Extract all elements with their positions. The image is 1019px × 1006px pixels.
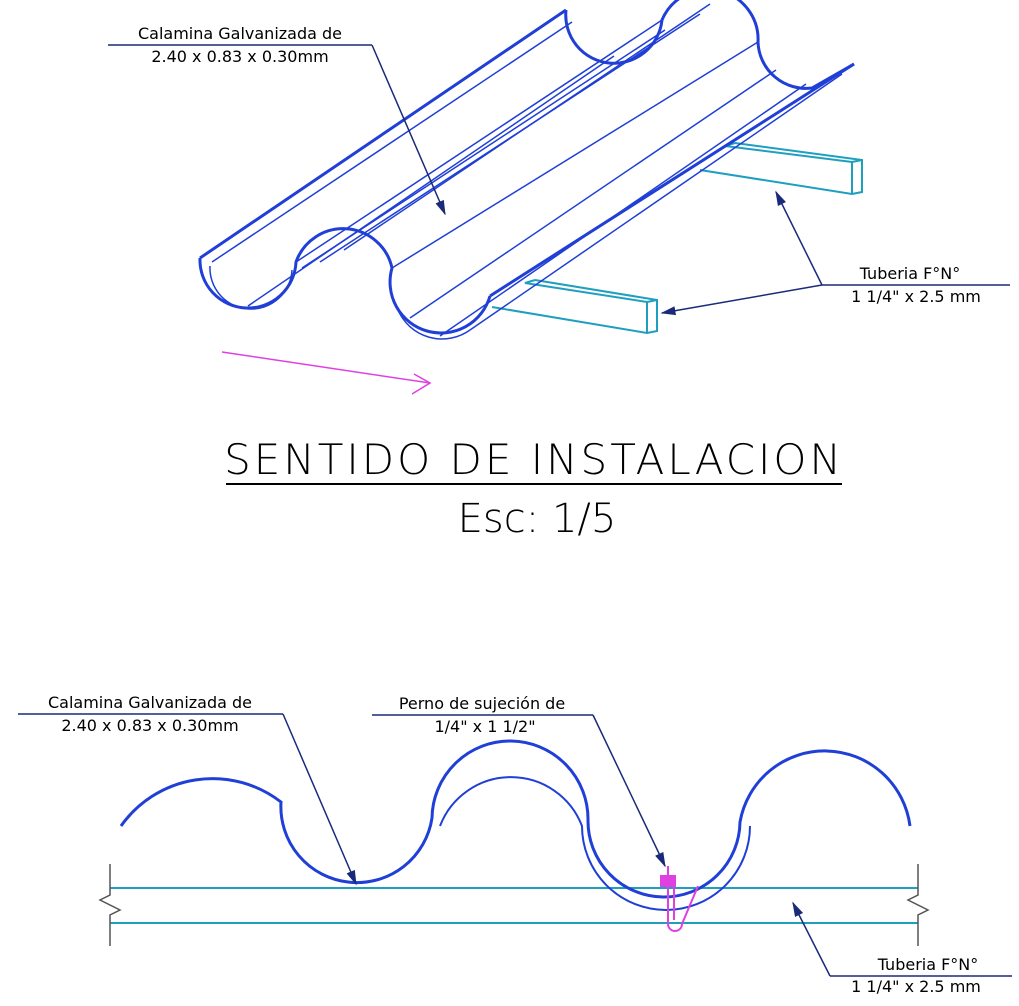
sheet-leader [371, 44, 446, 216]
section-tube-label-line1: Tuberia F°N° [877, 955, 979, 974]
section-view: Calamina Galvanizada de 2.40 x 0.83 x 0.… [18, 693, 1012, 996]
bolt-label-line2: 1/4" x 1 1/2" [434, 717, 535, 736]
tube-label-line1: Tuberia F°N° [859, 264, 961, 283]
break-line-right [906, 864, 930, 946]
tube-leader-a [775, 190, 823, 286]
drawing-scale: Esc: 1/5 [458, 496, 617, 542]
section-tube-label-line2: 1 1/4" x 2.5 mm [851, 977, 981, 996]
section-tube-leader [792, 901, 831, 977]
sheet-label-line1: Calamina Galvanizada de [138, 24, 342, 43]
section-sheet-label-line1: Calamina Galvanizada de [48, 693, 252, 712]
tube-front [491, 279, 658, 335]
drawing-title: SENTIDO DE INSTALACION [224, 435, 844, 484]
section-sheet-label-line2: 2.40 x 0.83 x 0.30mm [61, 716, 238, 735]
break-line-left [98, 864, 122, 946]
section-sheet-leader [282, 713, 357, 886]
fixing-bolt-icon [660, 866, 699, 932]
corrugated-sheet-profile [119, 739, 912, 911]
isometric-view: Calamina Galvanizada de 2.40 x 0.83 x 0.… [108, 0, 1010, 395]
tube-leader-b [660, 284, 823, 316]
bolt-label-line1: Perno de sujeción de [399, 694, 565, 713]
direction-arrow-icon [221, 351, 432, 395]
tube-section [110, 887, 918, 924]
bolt-leader [592, 714, 666, 868]
tube-label-line2: 1 1/4" x 2.5 mm [851, 287, 981, 306]
tube-back [699, 142, 863, 196]
sheet-label-line2: 2.40 x 0.83 x 0.30mm [151, 47, 328, 66]
